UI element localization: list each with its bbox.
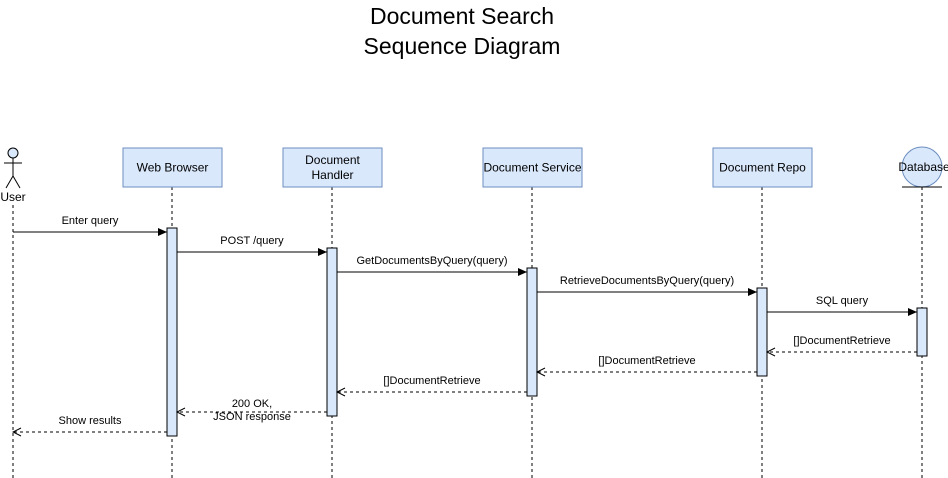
participant-database[interactable]: Database <box>898 146 948 188</box>
message-call[interactable]: POST /query <box>177 235 327 256</box>
actor-icon <box>4 147 22 189</box>
participant-label: Handler <box>311 168 353 182</box>
message-return[interactable]: 200 OK,JSON response <box>177 398 327 423</box>
activation-bar-repo <box>756 287 768 377</box>
activation-bar-service <box>526 267 538 397</box>
message-call[interactable]: SQL query <box>767 295 917 316</box>
message-label: Enter query <box>62 215 119 227</box>
participant-repo[interactable]: Document Repo <box>712 147 813 188</box>
participant-label: Database <box>898 160 948 174</box>
message-label: SQL query <box>816 295 869 307</box>
message-label: []DocumentRetrieve <box>598 355 695 367</box>
message-label: Show results <box>59 415 122 427</box>
activation-bar-browser <box>166 227 178 437</box>
message-return[interactable]: Show results <box>13 415 167 432</box>
message-return[interactable]: []DocumentRetrieve <box>537 355 757 372</box>
activation-bars <box>166 227 928 437</box>
message-label: 200 OK, <box>232 398 272 410</box>
participant-box <box>482 147 583 188</box>
participant-label: Document Service <box>483 161 581 175</box>
title-line: Document Search <box>370 3 554 29</box>
message-label: []DocumentRetrieve <box>383 375 480 387</box>
title-line: Sequence Diagram <box>364 33 561 59</box>
diagram-title: Document Search Sequence Diagram <box>364 3 561 59</box>
participant-user[interactable]: User <box>0 147 26 204</box>
participant-label: Document <box>305 153 360 167</box>
message-call[interactable]: GetDocumentsByQuery(query) <box>337 255 527 276</box>
message-call[interactable]: RetrieveDocumentsByQuery(query) <box>537 275 757 296</box>
participant-box <box>282 147 383 188</box>
participant-label: Document Repo <box>719 161 806 175</box>
lifelines <box>12 187 923 478</box>
participant-box <box>712 147 813 188</box>
participant-box <box>122 147 223 188</box>
message-return[interactable]: []DocumentRetrieve <box>767 335 917 352</box>
participant-label: Web Browser <box>137 161 209 175</box>
message-label: RetrieveDocumentsByQuery(query) <box>560 275 734 287</box>
participant-service[interactable]: Document Service <box>482 147 583 188</box>
activation-bar-handler <box>326 247 338 417</box>
message-label: JSON response <box>213 411 291 423</box>
participant-browser[interactable]: Web Browser <box>122 147 223 188</box>
database-entity-icon <box>901 146 943 188</box>
message-label: GetDocumentsByQuery(query) <box>357 255 508 267</box>
message-label: POST /query <box>220 235 284 247</box>
message-call[interactable]: Enter query <box>13 215 167 236</box>
message-return[interactable]: []DocumentRetrieve <box>337 375 527 392</box>
activation-bar-database <box>916 307 928 357</box>
message-label: []DocumentRetrieve <box>793 335 890 347</box>
participant-label: User <box>0 190 25 204</box>
